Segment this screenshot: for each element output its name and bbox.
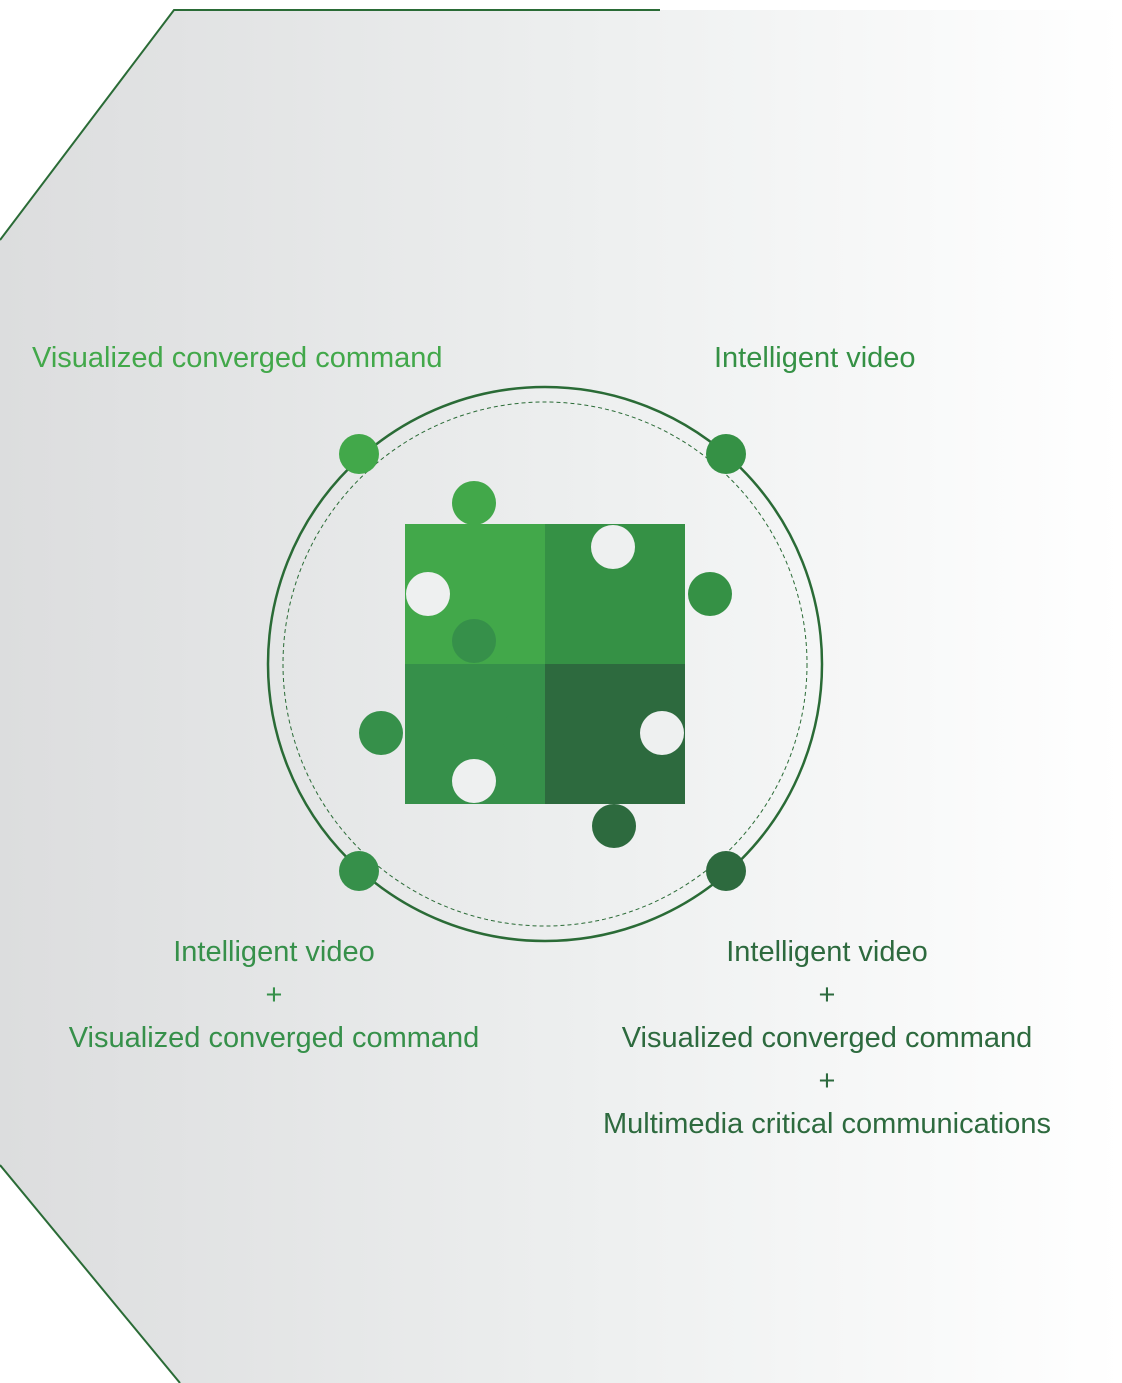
puzzle-pieces-icon (359, 481, 732, 848)
plus-sign: + (818, 979, 836, 1011)
node-dot-bottom-left (339, 851, 379, 891)
stage-label-bottom-left: Intelligent video + Visualized converged c… (24, 931, 524, 1060)
stage-label-top-left: Visualized converged command (32, 337, 443, 380)
stage-text-line: Intelligent video (714, 342, 916, 374)
stage-text-line: Visualized converged command (68, 1022, 480, 1054)
puzzle-piece-bottom-right (545, 664, 685, 848)
node-dot-bottom-right (706, 851, 746, 891)
panel-edge-bottom (0, 1164, 181, 1383)
stage-text-line: Intelligent video (726, 936, 928, 968)
stage-label-top-right: Intelligent video (714, 337, 916, 380)
stage-text-line: Multimedia critical communications (602, 1108, 1052, 1140)
node-dot-top-left (339, 434, 379, 474)
stage-text-line: Visualized converged command (32, 342, 443, 374)
stage-text-line: Intelligent video (173, 936, 375, 968)
panel-edge-top (0, 9, 660, 241)
puzzle-notches (406, 525, 684, 803)
stage-text-line: Visualized converged command (621, 1022, 1033, 1054)
inner-dashed-ring (282, 401, 808, 927)
outer-ring (266, 385, 824, 943)
node-dot-top-right (706, 434, 746, 474)
plus-sign: + (818, 1065, 836, 1097)
plus-sign: + (265, 979, 283, 1011)
stage-label-bottom-right: Intelligent video + Visualized converged c… (552, 931, 1102, 1146)
